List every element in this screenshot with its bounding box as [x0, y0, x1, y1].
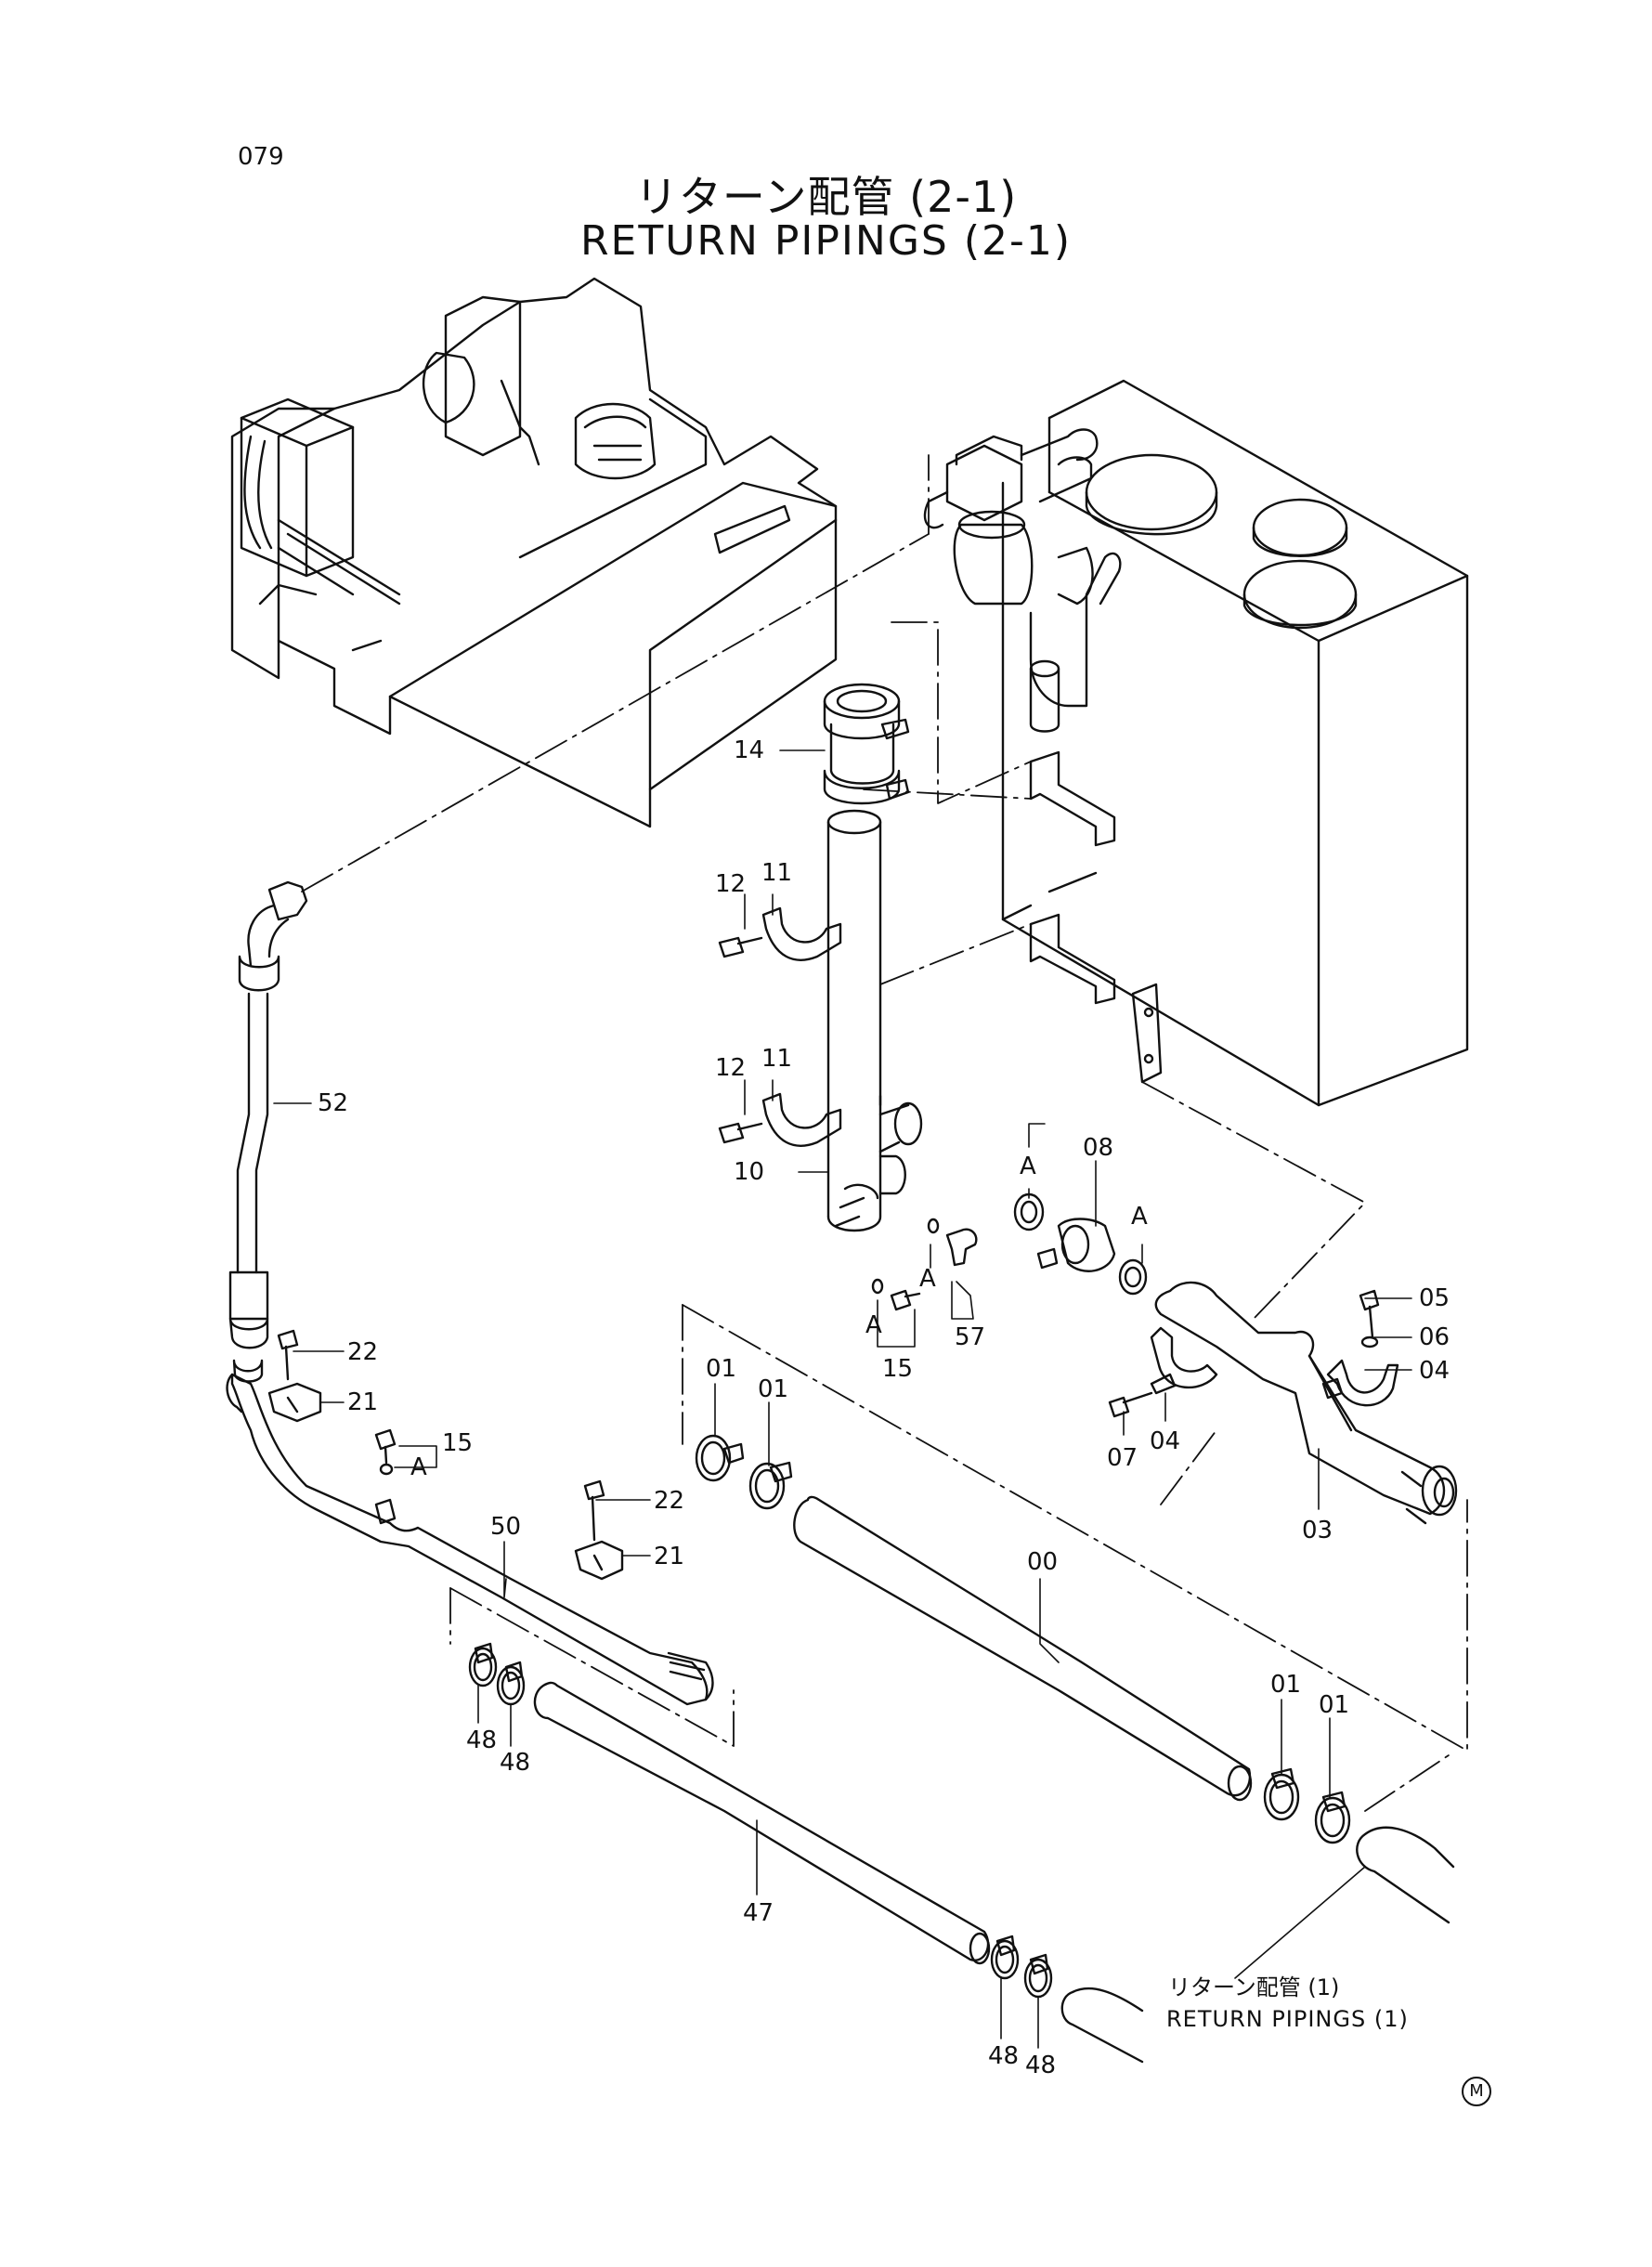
callout-10: 10	[734, 1158, 764, 1186]
callout-01-a: 01	[706, 1355, 736, 1383]
callout-22-upper: 22	[347, 1338, 378, 1366]
callout-11-lower: 11	[761, 1045, 792, 1073]
page-number: 079	[238, 143, 284, 171]
machine-frame-illustration	[230, 277, 838, 828]
pipe-03-assembly	[1108, 1281, 1458, 1525]
callout-48-b: 48	[500, 1749, 530, 1777]
callout-A-5: A	[410, 1453, 427, 1481]
callout-21-upper: 21	[347, 1388, 378, 1416]
callout-05: 05	[1419, 1284, 1450, 1312]
callout-01-b: 01	[758, 1375, 788, 1403]
pipe-52-50-assembly	[226, 880, 714, 1706]
callout-04-left: 04	[1150, 1427, 1180, 1455]
hydraulic-tank-illustration	[923, 379, 1469, 1107]
callout-48-d: 48	[1025, 2052, 1056, 2079]
callout-08: 08	[1083, 1134, 1113, 1162]
callout-leader-lines	[273, 749, 1412, 2049]
hose-47-assembly	[468, 1642, 1144, 2064]
callout-14: 14	[734, 736, 764, 764]
callout-A-2: A	[1131, 1203, 1148, 1231]
callout-22-lower: 22	[654, 1487, 684, 1515]
title-english: RETURN PIPINGS (2-1)	[579, 217, 1073, 265]
callout-15-right: 15	[882, 1355, 913, 1383]
callout-52: 52	[318, 1089, 348, 1117]
callout-04-right: 04	[1419, 1357, 1450, 1385]
callout-50: 50	[490, 1513, 521, 1541]
reference-label-english: RETURN PIPINGS (1)	[1166, 2006, 1409, 2032]
pipe-10-assembly	[718, 683, 923, 1232]
callout-07: 07	[1107, 1444, 1138, 1472]
callout-A-3: A	[919, 1265, 936, 1293]
callout-06: 06	[1419, 1323, 1450, 1351]
assembly-guide-lines	[301, 454, 1468, 1812]
callout-48-a: 48	[466, 1726, 497, 1754]
title-japanese: リターン配管 (2-1)	[634, 172, 1018, 222]
callout-11-upper: 11	[761, 859, 792, 887]
callout-03: 03	[1302, 1517, 1333, 1544]
reference-label-japanese: リターン配管 (1)	[1168, 1974, 1339, 2000]
callout-15-left: 15	[442, 1429, 473, 1457]
hose-08-assembly	[871, 1192, 1148, 1311]
callout-47: 47	[743, 1899, 774, 1927]
callout-A-4: A	[865, 1311, 882, 1339]
callout-21-lower: 21	[654, 1543, 684, 1570]
callout-12-upper: 12	[715, 870, 746, 898]
callout-12-lower: 12	[715, 1054, 746, 1082]
callout-01-c: 01	[1270, 1671, 1301, 1699]
callout-A-1: A	[1020, 1153, 1036, 1180]
callout-57: 57	[955, 1323, 985, 1351]
callout-48-c: 48	[988, 2042, 1019, 2070]
callout-00: 00	[1027, 1548, 1058, 1576]
footer-mark: M	[1462, 2077, 1491, 2106]
callout-01-d: 01	[1319, 1691, 1349, 1719]
hose-00-assembly	[695, 1434, 1455, 1924]
callout-labels: 14 12 11 12 11 10 A 08 A A 57 A 15 05 06…	[318, 736, 1450, 2079]
